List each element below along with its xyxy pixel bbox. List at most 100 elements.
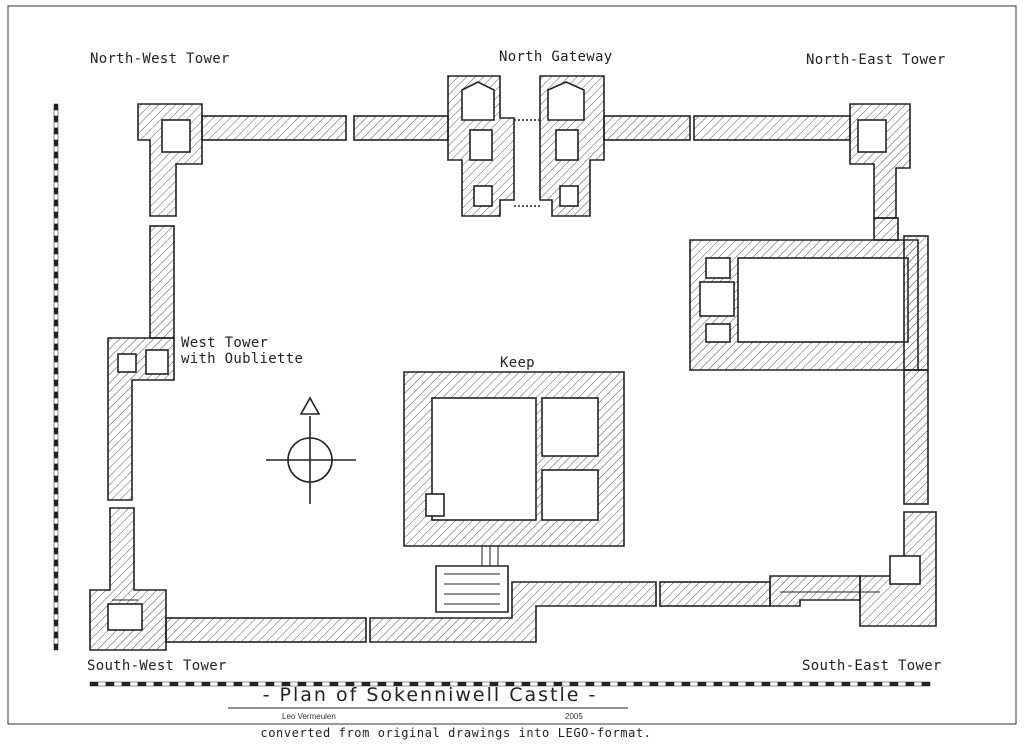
scale-segment — [53, 397, 59, 405]
scale-segment — [53, 337, 59, 345]
east-hall — [689, 239, 919, 371]
south-wall-east — [769, 575, 861, 607]
scale-segment — [865, 681, 875, 687]
scale-segment — [53, 157, 59, 165]
scale-segment — [53, 367, 59, 375]
scale-segment — [53, 199, 59, 207]
castle-walls — [89, 75, 937, 651]
scale-segment — [53, 439, 59, 447]
scale-segment — [53, 481, 59, 489]
scale-segment — [53, 451, 59, 459]
scale-segment — [53, 103, 59, 111]
scale-segment — [53, 319, 59, 327]
label-south-west-tower: South-West Tower — [87, 658, 227, 674]
plan-caption: converted from original drawings into LE… — [260, 726, 652, 740]
stair-marks — [112, 546, 880, 605]
scale-segment — [53, 175, 59, 183]
scale-segment — [889, 681, 899, 687]
plan-year: 2005 — [565, 712, 583, 721]
scale-segment — [913, 681, 923, 687]
scale-segment — [53, 499, 59, 507]
scale-segment — [53, 349, 59, 357]
east-wall-lower — [903, 369, 929, 505]
sheet-border — [7, 5, 1017, 725]
scale-segment — [53, 301, 59, 309]
scale-segment — [53, 163, 59, 171]
scale-segment — [53, 445, 59, 453]
scale-segment — [53, 193, 59, 201]
scale-segment — [53, 409, 59, 417]
east-wall-north — [873, 217, 899, 241]
scale-segment — [53, 217, 59, 225]
scale-segment — [53, 391, 59, 399]
scale-segment — [53, 541, 59, 549]
scale-segment — [53, 373, 59, 381]
scale-segment — [53, 511, 59, 519]
scale-segment — [53, 145, 59, 153]
scale-segment — [53, 259, 59, 267]
label-west-tower: West Tower — [181, 335, 269, 351]
compass-icon — [266, 396, 356, 504]
author-name: Leo Vermeulen — [282, 712, 336, 721]
scale-segment — [881, 681, 891, 687]
bottom-scale-bar — [89, 681, 931, 687]
scale-segment — [53, 235, 59, 243]
scale-segment — [897, 681, 907, 687]
scale-segment — [53, 427, 59, 435]
label-west-tower-oubliette: with Oubliette — [181, 351, 304, 367]
scale-segment — [53, 547, 59, 555]
scale-segment — [53, 331, 59, 339]
scale-segment — [53, 415, 59, 423]
north-west-tower — [137, 103, 203, 217]
scale-segment — [53, 253, 59, 261]
north-wall-east-1 — [603, 115, 691, 141]
scale-segment — [53, 211, 59, 219]
scale-segment — [53, 403, 59, 411]
scale-segment — [53, 487, 59, 495]
scale-segment — [53, 469, 59, 477]
north-gateway-east — [539, 75, 605, 217]
scale-segment — [53, 571, 59, 579]
scale-segment — [53, 625, 59, 633]
scale-segment — [53, 325, 59, 333]
scale-segment — [53, 223, 59, 231]
west-tower — [107, 337, 175, 501]
scale-segment — [53, 169, 59, 177]
left-scale-bar — [53, 103, 59, 651]
scale-segment — [53, 505, 59, 513]
scale-segment — [53, 529, 59, 537]
scale-segment — [53, 559, 59, 567]
scale-segment — [53, 133, 59, 141]
keep — [403, 371, 625, 547]
scale-segment — [53, 457, 59, 465]
scale-segment — [53, 289, 59, 297]
scale-segment — [53, 463, 59, 471]
scale-segment — [53, 127, 59, 135]
scale-segment — [53, 583, 59, 591]
scale-segment — [53, 307, 59, 315]
scale-segment — [53, 385, 59, 393]
south-wall-center — [369, 581, 657, 643]
scale-segment — [53, 577, 59, 585]
north-wall-mid — [353, 115, 449, 141]
label-north-east-tower: North-East Tower — [806, 52, 946, 68]
scale-segment — [53, 631, 59, 639]
north-east-tower — [849, 103, 911, 219]
keep-stairs — [435, 565, 509, 613]
scale-segment — [53, 109, 59, 117]
scale-segment — [53, 265, 59, 273]
scale-segment — [53, 475, 59, 483]
scale-segment — [53, 343, 59, 351]
plan-title: - Plan of Sokenniwell Castle - — [262, 684, 598, 706]
scale-segment — [53, 277, 59, 285]
scale-segment — [53, 523, 59, 531]
scale-segment — [53, 601, 59, 609]
scale-segment — [873, 681, 883, 687]
scale-segment — [53, 361, 59, 369]
scale-segment — [53, 295, 59, 303]
scale-segment — [53, 607, 59, 615]
south-east-tower — [859, 511, 937, 627]
scale-segment — [53, 139, 59, 147]
label-south-east-tower: South-East Tower — [802, 658, 942, 674]
